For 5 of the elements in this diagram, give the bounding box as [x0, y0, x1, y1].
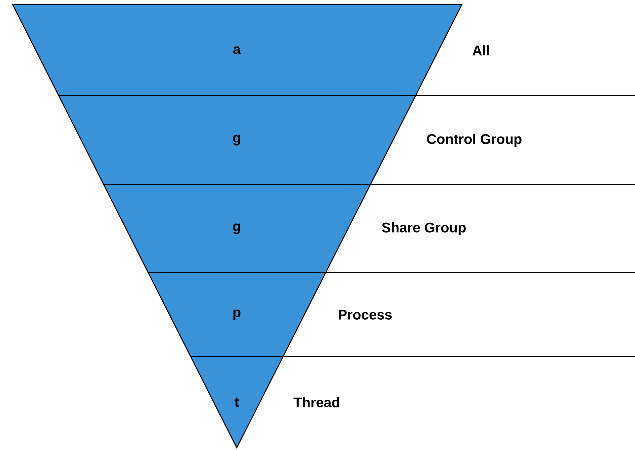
band-label: Thread	[294, 397, 340, 408]
band-label: Share Group	[382, 222, 466, 236]
band-label: All	[472, 45, 490, 56]
band-label: Process	[339, 310, 392, 320]
band-label: Control Group	[427, 134, 522, 147]
